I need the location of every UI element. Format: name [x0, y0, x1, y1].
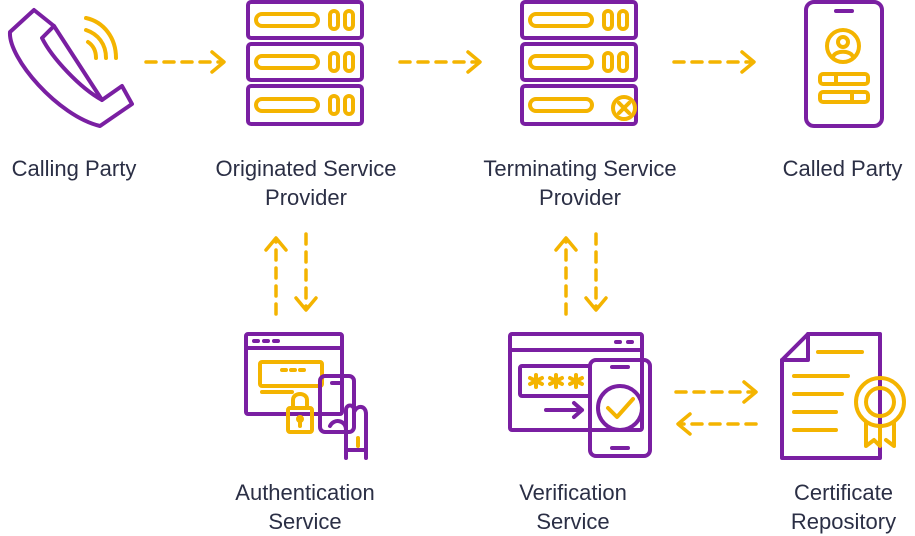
label-authentication-service: Authentication Service [212, 478, 398, 536]
label-calling-party: Calling Party [0, 154, 148, 183]
arrow-terminating-to-verification [584, 232, 608, 312]
label-terminating-line2: Provider [539, 185, 621, 210]
label-called-party: Called Party [770, 154, 915, 183]
label-verification-line2: Service [536, 509, 610, 534]
arrow-certificate-to-verification [676, 412, 758, 436]
phone-handset-icon [7, 8, 134, 128]
arrow-verification-to-certificate [674, 380, 758, 404]
label-verification-line1: Verification [519, 480, 627, 505]
server-error-icon [520, 0, 638, 126]
arrow-calling-to-originated [144, 50, 226, 74]
arrow-terminating-to-called [672, 50, 756, 74]
label-originated-service-provider: Originated Service Provider [190, 154, 422, 212]
label-calling-party-line1: Calling Party [11, 156, 137, 181]
label-called-party-line1: Called Party [782, 156, 903, 181]
browser-lock-mobile-icon [244, 332, 368, 460]
label-certificate-repository: Certificate Repository [772, 478, 915, 536]
label-originated-line2: Provider [265, 185, 347, 210]
label-certificate-line1: Certificate [793, 480, 894, 505]
arrow-originated-to-terminating [398, 50, 482, 74]
arrow-authentication-to-originated [264, 236, 288, 316]
arrow-originated-to-authentication [294, 232, 318, 312]
label-authentication-line1: Authentication [235, 480, 375, 505]
smartphone-profile-icon [804, 0, 884, 128]
label-terminating-line1: Terminating Service [483, 156, 677, 181]
label-originated-line1: Originated Service [215, 156, 397, 181]
label-authentication-line2: Service [268, 509, 342, 534]
label-terminating-service-provider: Terminating Service Provider [458, 154, 702, 212]
label-verification-service: Verification Service [496, 478, 650, 536]
certificate-document-icon [780, 332, 906, 460]
label-certificate-line2: Repository [790, 509, 897, 534]
arrow-verification-to-terminating [554, 236, 578, 316]
password-verification-icon [508, 332, 652, 458]
server-rack-icon [246, 0, 364, 126]
